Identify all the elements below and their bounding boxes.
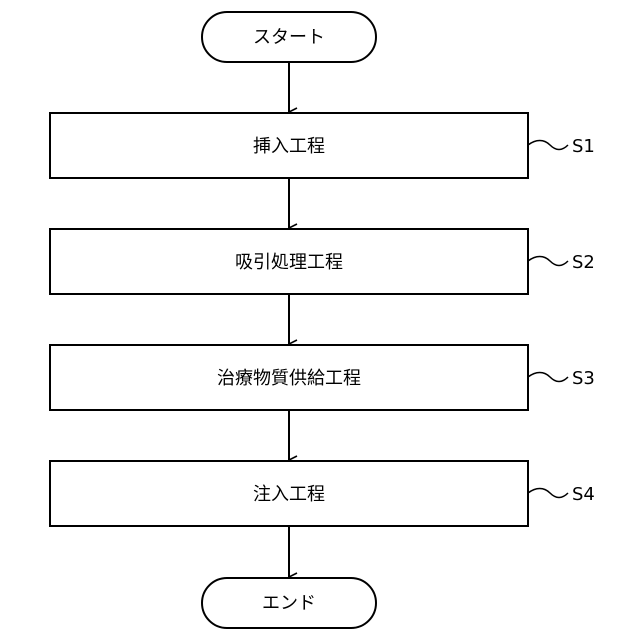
end-terminal-label: エンド: [262, 593, 316, 614]
start-terminal: スタート: [202, 12, 376, 62]
end-terminal: エンド: [202, 578, 376, 628]
step-id-s2: S2: [572, 252, 595, 273]
step-id-s1: S1: [572, 136, 595, 157]
process-step-s1: 挿入工程 S1: [50, 113, 595, 178]
process-step-s3: 治療物質供給工程 S3: [50, 345, 595, 410]
leader-line-s3: [528, 373, 568, 382]
step-id-s3: S3: [572, 368, 595, 389]
process-step-s2: 吸引処理工程 S2: [50, 229, 595, 294]
process-label-s3: 治療物質供給工程: [217, 368, 361, 389]
process-label-s4: 注入工程: [253, 484, 325, 505]
process-label-s1: 挿入工程: [253, 136, 325, 157]
process-step-s4: 注入工程 S4: [50, 461, 595, 526]
leader-line-s1: [528, 141, 568, 150]
start-terminal-label: スタート: [253, 27, 325, 48]
process-label-s2: 吸引処理工程: [235, 252, 343, 273]
leader-line-s4: [528, 489, 568, 498]
leader-line-s2: [528, 257, 568, 266]
step-id-s4: S4: [572, 484, 595, 505]
